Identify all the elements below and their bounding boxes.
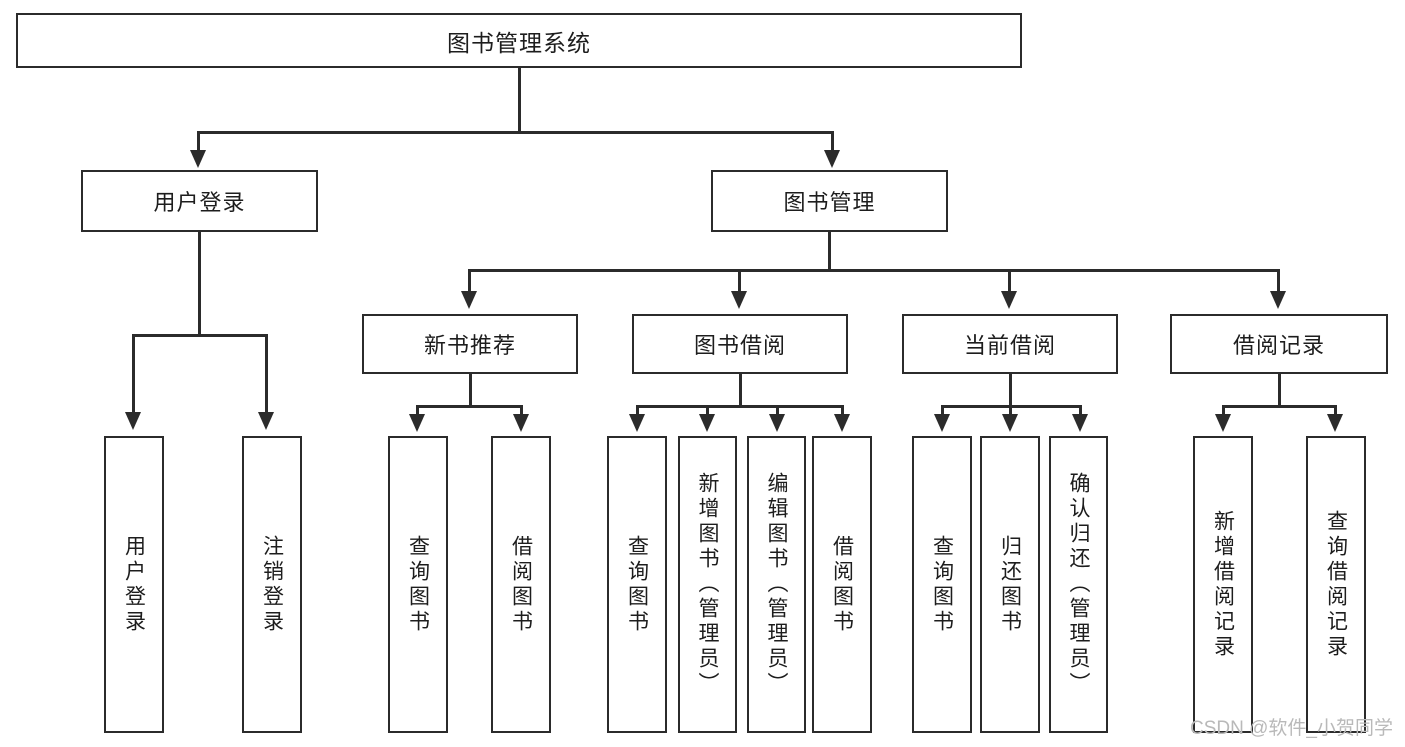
edge-borrow-record-stem [1278,374,1281,407]
edge-root-to-user-login [197,131,200,154]
leaf-label: 借阅图书 [509,534,533,635]
leaf-label: 新增图书（管理员） [696,472,719,697]
edge-book-manage-stem [828,232,831,271]
leaf-label: 归还图书 [998,534,1022,635]
arrow-book-borrow-to-leaf-4 [834,414,850,432]
edge-current-borrow-to-leaf-2 [1009,405,1012,418]
edge-current-borrow-stem [1009,374,1012,407]
node-label: 新书推荐 [423,333,516,358]
arrow-new-book-to-leaf-1 [409,414,425,432]
arrow-book-borrow-to-leaf-3 [769,414,785,432]
edge-borrow-record-to-leaf-2 [1334,405,1337,418]
edge-user-login-bar [132,334,268,337]
leaf-label: 确认归还（管理员） [1067,472,1090,697]
arrow-current-borrow-to-leaf-1 [934,414,950,432]
arrow-book-manage-to-l3-4 [1270,291,1286,309]
node-current-borrow[interactable]: 当前借阅 [902,314,1118,374]
node-borrow-record[interactable]: 借阅记录 [1170,314,1388,374]
node-label: 用户登录 [153,190,246,215]
node-label: 借阅记录 [1232,333,1325,358]
node-label: 图书管理 [783,190,876,215]
leaf-record-query-record[interactable]: 查询借阅记录 [1306,436,1366,733]
edge-book-manage-to-l3-3 [1008,269,1011,295]
node-user-login[interactable]: 用户登录 [81,170,318,232]
edge-root-stem [518,68,521,132]
leaf-label: 查询图书 [406,534,430,635]
leaf-recommend-borrow-book[interactable]: 借阅图书 [491,436,551,733]
leaf-user-logout[interactable]: 注销登录 [242,436,302,733]
leaf-label: 借阅图书 [830,534,854,635]
leaf-label: 查询图书 [625,534,649,635]
leaf-borrow-borrow-book[interactable]: 借阅图书 [812,436,872,733]
arrow-new-book-to-leaf-2 [513,414,529,432]
edge-book-borrow-stem [739,374,742,407]
leaf-label: 用户登录 [122,534,146,635]
edge-book-borrow-to-leaf-2 [706,405,709,418]
edge-book-borrow-to-leaf-3 [776,405,779,418]
edge-user-login-to-leaf-1 [132,334,135,416]
leaf-label: 注销登录 [260,534,284,635]
edge-book-manage-to-l3-2 [738,269,741,295]
edge-current-borrow-to-leaf-3 [1079,405,1082,418]
leaf-label: 查询借阅记录 [1324,509,1348,660]
arrow-root-to-book-manage [824,150,840,168]
leaf-current-return-book[interactable]: 归还图书 [980,436,1040,733]
edge-user-login-stem [198,232,201,335]
edge-root-to-book-manage [831,131,834,154]
edge-new-book-bar [416,405,523,408]
arrow-current-borrow-to-leaf-3 [1072,414,1088,432]
node-new-book-recommend[interactable]: 新书推荐 [362,314,578,374]
leaf-label: 编辑图书（管理员） [765,472,788,697]
edge-borrow-record-bar [1222,405,1337,408]
edge-borrow-record-to-leaf-1 [1222,405,1225,418]
edge-root-bar [197,131,834,134]
leaf-recommend-query-book[interactable]: 查询图书 [388,436,448,733]
arrow-root-to-user-login [190,150,206,168]
node-book-management[interactable]: 图书管理 [711,170,948,232]
leaf-borrow-query-book[interactable]: 查询图书 [607,436,667,733]
arrow-book-manage-to-l3-1 [461,291,477,309]
edge-current-borrow-to-leaf-1 [941,405,944,418]
leaf-current-confirm-return[interactable]: 确认归还（管理员） [1049,436,1108,733]
leaf-label: 查询图书 [930,534,954,635]
edge-new-book-to-leaf-2 [520,405,523,418]
leaf-user-login[interactable]: 用户登录 [104,436,164,733]
edge-book-borrow-to-leaf-1 [636,405,639,418]
node-label: 图书管理系统 [447,29,591,56]
node-label: 图书借阅 [693,333,786,358]
node-root-system[interactable]: 图书管理系统 [16,13,1022,68]
edge-new-book-to-leaf-1 [416,405,419,418]
node-book-borrow[interactable]: 图书借阅 [632,314,848,374]
edge-book-borrow-to-leaf-4 [841,405,844,418]
leaf-borrow-add-book[interactable]: 新增图书（管理员） [678,436,737,733]
arrow-book-borrow-to-leaf-2 [699,414,715,432]
arrow-current-borrow-to-leaf-2 [1002,414,1018,432]
arrow-user-login-to-leaf-1 [125,412,141,430]
leaf-record-add-record[interactable]: 新增借阅记录 [1193,436,1253,733]
edge-user-login-to-leaf-2 [265,334,268,416]
edge-new-book-stem [469,374,472,407]
leaf-label: 新增借阅记录 [1211,509,1235,660]
node-label: 当前借阅 [963,333,1056,358]
leaf-current-query-book[interactable]: 查询图书 [912,436,972,733]
edge-book-manage-bar [468,269,1280,272]
arrow-book-borrow-to-leaf-1 [629,414,645,432]
arrow-user-login-to-leaf-2 [258,412,274,430]
leaf-borrow-edit-book[interactable]: 编辑图书（管理员） [747,436,806,733]
edge-book-manage-to-l3-1 [468,269,471,295]
edge-book-manage-to-l3-4 [1277,269,1280,295]
arrow-book-manage-to-l3-3 [1001,291,1017,309]
arrow-borrow-record-to-leaf-2 [1327,414,1343,432]
edge-book-borrow-bar [636,405,843,408]
arrow-book-manage-to-l3-2 [731,291,747,309]
arrow-borrow-record-to-leaf-1 [1215,414,1231,432]
